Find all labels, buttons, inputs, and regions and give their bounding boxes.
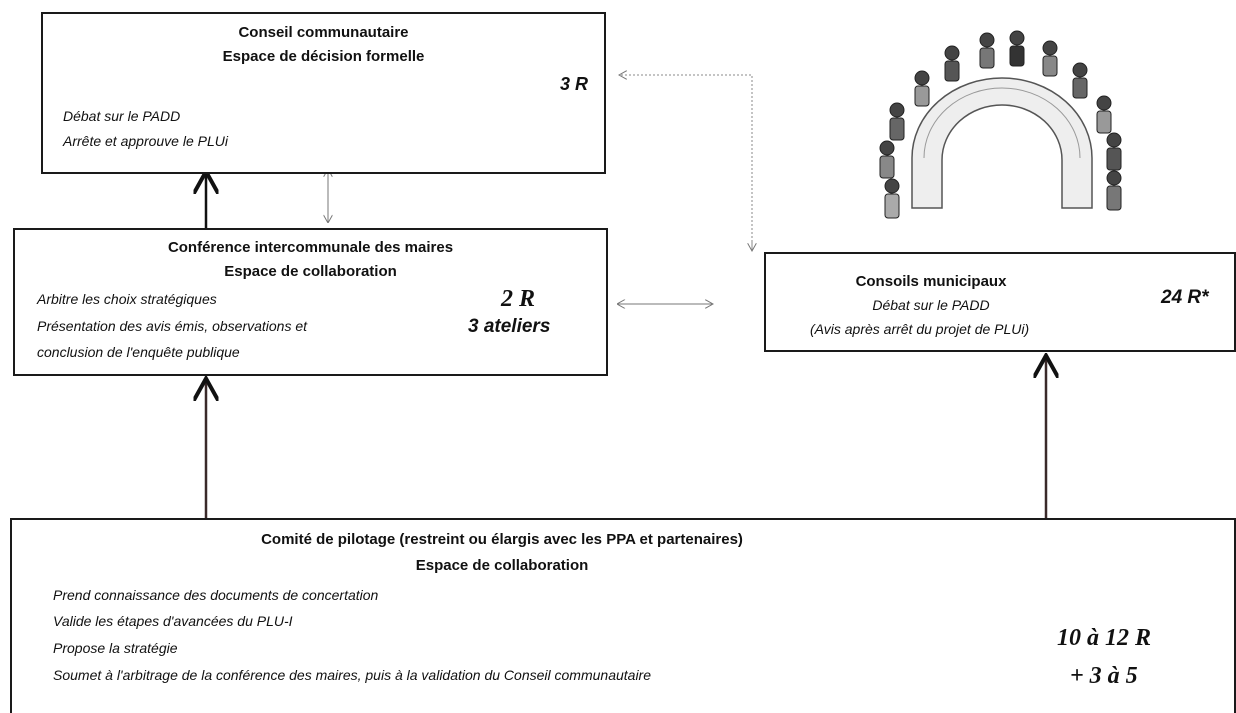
conference-count: 2 R: [501, 286, 536, 312]
conference-maires-box: Conférence intercommunale des maires Esp…: [13, 228, 608, 376]
conseil-item: Débat sur le PADD: [63, 108, 181, 124]
conference-item: Présentation des avis émis, observations…: [37, 318, 308, 334]
conseil-count: 3 R: [560, 74, 589, 94]
municipaux-title: Consoils municipaux: [855, 273, 1007, 290]
conference-subtitle: Espace de collaboration: [224, 263, 397, 280]
conseil-title: Conseil communautaire: [238, 24, 409, 41]
comite-subtitle: Espace de collaboration: [415, 557, 589, 574]
conseils-municipaux-box: Consoils municipaux Débat sur le PADD (A…: [764, 252, 1236, 352]
conference-item: Arbitre les choix stratégiques: [37, 291, 217, 307]
municipaux-count: 24 R*: [1161, 287, 1209, 308]
comite-item: Valide les étapes d'avancées du PLU-I: [53, 613, 293, 629]
conseil-item: Arrête et approuve le PLUi: [63, 133, 228, 149]
meeting-table-illustration: [879, 30, 1122, 219]
conference-item: conclusion de l'enquête publique: [37, 344, 240, 360]
conseil-communautaire-box: Conseil communautaire Espace de décision…: [41, 12, 606, 174]
conference-title: Conférence intercommunale des maires: [167, 239, 454, 256]
comite-title: Comité de pilotage (restreint ou élargis…: [261, 531, 743, 548]
comite-item: Propose la stratégie: [53, 640, 178, 656]
municipaux-note: (Avis après arrêt du projet de PLUi): [810, 321, 1030, 337]
conference-workshops: 3 ateliers: [468, 316, 551, 337]
municipaux-subtitle: Débat sur le PADD: [872, 297, 990, 313]
comite-item: Soumet à l'arbitrage de la conférence de…: [53, 667, 652, 683]
comite-count-extra: + 3 à 5: [1070, 663, 1138, 689]
arrow-conseil-municipaux-dotted: [620, 75, 753, 246]
conseil-subtitle: Espace de décision formelle: [222, 48, 425, 65]
comite-count: 10 à 12 R: [1057, 625, 1152, 651]
comite-pilotage-box: Comité de pilotage (restreint ou élargis…: [10, 518, 1236, 713]
comite-item: Prend connaissance des documents de conc…: [53, 587, 379, 603]
